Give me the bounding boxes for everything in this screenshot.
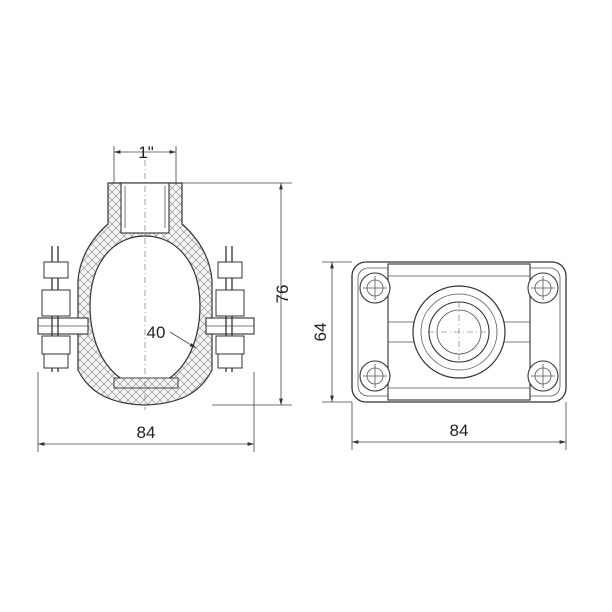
bolt-hole-top-right bbox=[527, 272, 559, 304]
bolt-hole-bottom-left bbox=[359, 360, 391, 392]
front-view: 1" 40 76 84 bbox=[37, 143, 292, 452]
left-bottom-nut bbox=[43, 353, 69, 369]
front-width-dimension-label: 84 bbox=[137, 423, 156, 442]
left-lower-washer bbox=[41, 335, 71, 355]
top-view: 64 84 bbox=[311, 261, 567, 450]
right-lower-washer bbox=[215, 335, 245, 355]
right-upper-washer bbox=[215, 289, 245, 317]
bolt-hole-bottom-right bbox=[527, 360, 559, 392]
bolt-hole-top-left bbox=[359, 272, 391, 304]
top-height-dimension-label: 64 bbox=[311, 323, 330, 342]
outlet-boss bbox=[412, 285, 506, 379]
height-dimension-label: 76 bbox=[273, 285, 292, 304]
right-bottom-nut bbox=[217, 353, 243, 369]
lower-saddle-strip bbox=[113, 377, 179, 389]
radius-dimension-label: 40 bbox=[147, 323, 166, 342]
top-width-dimension-label: 84 bbox=[450, 421, 469, 440]
radius-leader bbox=[169, 331, 197, 349]
left-upper-washer bbox=[41, 289, 71, 317]
left-top-nut bbox=[43, 261, 69, 279]
thread-dimension-label: 1" bbox=[138, 143, 154, 162]
right-top-nut bbox=[217, 261, 243, 279]
